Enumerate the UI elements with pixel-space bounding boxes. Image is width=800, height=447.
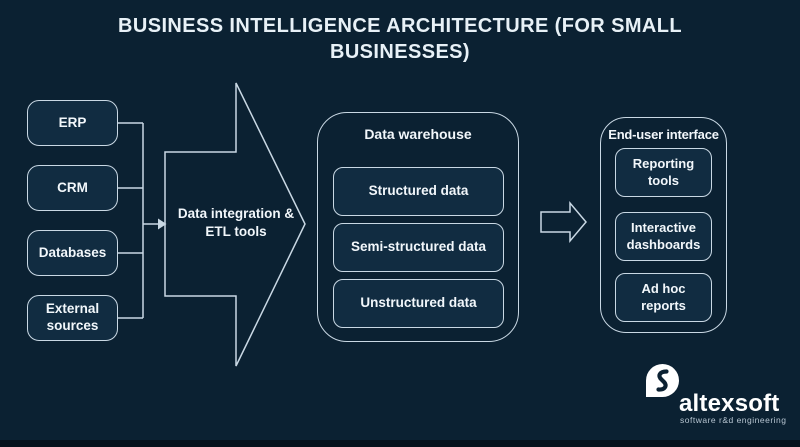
data-warehouse-title: Data warehouse xyxy=(364,126,472,142)
warehouse-box-unstructured-data: Unstructured data xyxy=(333,279,504,328)
integration-arrow-label: Data integration & ETL tools xyxy=(177,206,295,239)
source-box-erp: ERP xyxy=(27,100,118,146)
enduser-box-reporting-tools: Reporting tools xyxy=(615,148,712,197)
warehouse-box-semi-structured-data: Semi-structured data xyxy=(333,223,504,272)
source-label: Databases xyxy=(38,244,107,260)
source-box-databases: Databases xyxy=(27,230,118,276)
enduser-label: Ad hoc reports xyxy=(641,281,686,313)
enduser-label: Reporting tools xyxy=(632,156,695,188)
diagram-title: BUSINESS INTELLIGENCE ARCHITECTURE (FOR … xyxy=(118,15,682,64)
altexsoft-logo-text: altexsoft xyxy=(679,390,780,417)
flow-arrow-icon xyxy=(540,200,587,244)
altexsoft-logo-tagline: software r&d engineering xyxy=(680,415,787,425)
integration-arrow-shape xyxy=(164,82,306,367)
enduser-label: Interactive dashboards xyxy=(626,220,701,252)
arrowhead-icon xyxy=(158,218,167,230)
enduser-box-ad-hoc-reports: Ad hoc reports xyxy=(615,273,712,322)
source-connector-lines xyxy=(117,122,159,319)
warehouse-label: Unstructured data xyxy=(360,295,477,311)
end-user-interface-container: End-user interface Reporting tools Inter… xyxy=(600,117,727,333)
source-box-crm: CRM xyxy=(27,165,118,211)
bottom-edge-strip xyxy=(0,440,800,447)
end-user-interface-title: End-user interface xyxy=(608,127,719,142)
altexsoft-logo: altexsoft software r&d engineering xyxy=(646,363,786,425)
enduser-box-interactive-dashboards: Interactive dashboards xyxy=(615,212,712,261)
source-box-external-sources: External sources xyxy=(27,295,118,341)
warehouse-label: Semi-structured data xyxy=(350,239,487,255)
source-label: ERP xyxy=(58,114,87,130)
altexsoft-logo-icon xyxy=(646,364,679,397)
data-warehouse-container: Data warehouse Structured data Semi-stru… xyxy=(317,112,519,342)
source-label: CRM xyxy=(57,179,88,195)
source-label: External sources xyxy=(45,301,100,333)
warehouse-label: Structured data xyxy=(368,183,469,199)
warehouse-box-structured-data: Structured data xyxy=(333,167,504,216)
